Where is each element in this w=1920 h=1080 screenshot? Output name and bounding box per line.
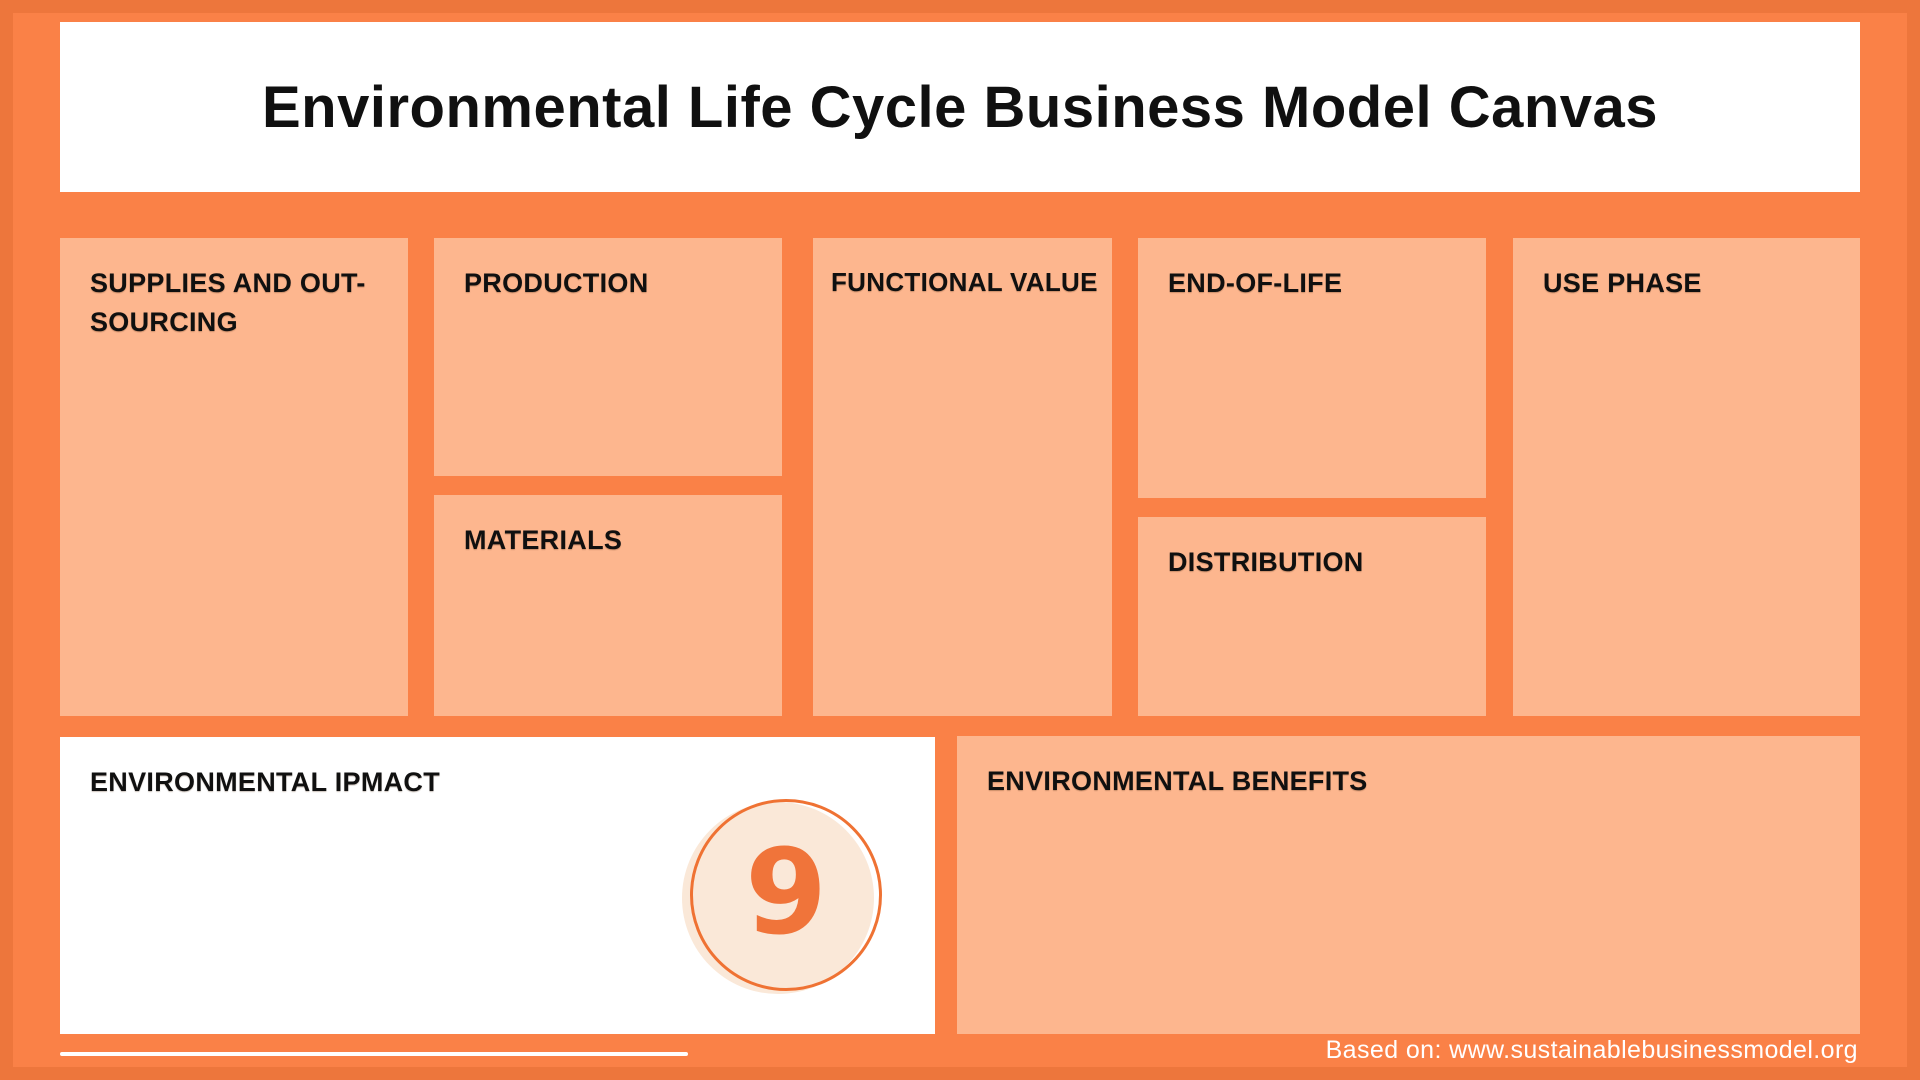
box-functional-value: FUNCTIONAL VALUE xyxy=(813,238,1112,716)
box-supplies-label: SUPPLIES AND OUT-SOURCING xyxy=(90,268,366,338)
box-distribution: DISTRIBUTION xyxy=(1138,517,1486,716)
box-materials: MATERIALS xyxy=(434,495,782,716)
title-banner: Environmental Life Cycle Business Model … xyxy=(60,22,1860,192)
box-use-phase: USE PHASE xyxy=(1513,238,1860,716)
impact-number-badge: 9 xyxy=(682,799,882,994)
badge-circle-ring-icon xyxy=(690,799,882,991)
badge-number: 9 xyxy=(744,823,828,961)
box-environmental-impact-label: ENVIRONMENTAL IPMACT xyxy=(90,767,440,797)
footer-underline xyxy=(60,1052,688,1056)
box-environmental-benefits-label: ENVIRONMENTAL BENEFITS xyxy=(987,766,1368,796)
box-environmental-impact: ENVIRONMENTAL IPMACT 9 xyxy=(60,737,935,1034)
box-materials-label: MATERIALS xyxy=(464,525,623,555)
page-title: Environmental Life Cycle Business Model … xyxy=(261,74,1659,140)
box-use-phase-label: USE PHASE xyxy=(1543,268,1702,298)
box-production-label: PRODUCTION xyxy=(464,268,649,298)
box-environmental-benefits: ENVIRONMENTAL BENEFITS xyxy=(957,736,1860,1034)
box-supplies-and-outsourcing: SUPPLIES AND OUT-SOURCING xyxy=(60,238,408,716)
box-distribution-label: DISTRIBUTION xyxy=(1168,547,1364,577)
box-functional-value-label: FUNCTIONAL VALUE xyxy=(831,267,1098,297)
box-end-of-life-label: END-OF-LIFE xyxy=(1168,268,1343,298)
box-production: PRODUCTION xyxy=(434,238,782,476)
box-end-of-life: END-OF-LIFE xyxy=(1138,238,1486,498)
footer-credit: Based on: www.sustainablebusinessmodel.o… xyxy=(1325,1036,1858,1064)
